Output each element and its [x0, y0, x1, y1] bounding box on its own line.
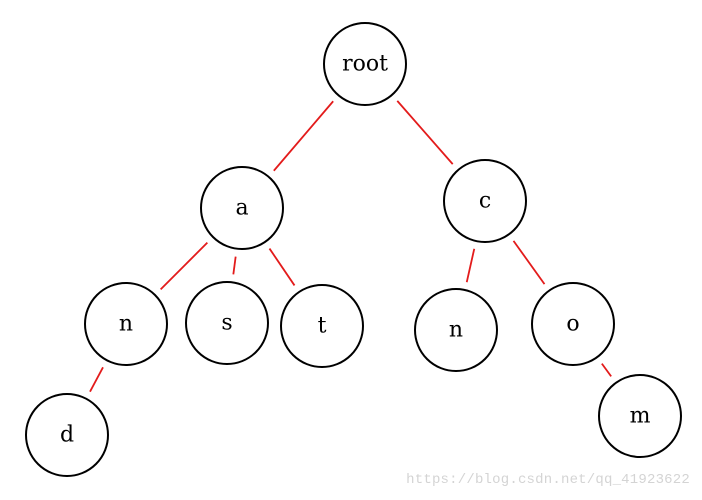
node-label-c-n: n — [449, 318, 463, 343]
node-c: c — [443, 159, 527, 243]
node-a-t: t — [280, 284, 364, 368]
edge-c-o-to-c-o-m — [601, 363, 612, 377]
node-label-a-n-d: d — [60, 423, 74, 448]
edge-c-to-c-n — [465, 248, 476, 283]
node-circle-a-t — [280, 284, 364, 368]
node-circle-root — [323, 22, 407, 106]
edges-layer — [89, 100, 612, 393]
node-a-n-d: d — [25, 393, 109, 477]
node-circle-c-o — [531, 282, 615, 366]
node-circle-a — [200, 166, 284, 250]
node-circle-c-o-m — [598, 374, 682, 458]
node-label-c-o: o — [566, 312, 579, 337]
node-label-a: a — [235, 196, 248, 221]
edge-a-n-to-a-n-d — [89, 366, 104, 393]
watermark-text: https://blog.csdn.net/qq_41923622 — [406, 472, 690, 488]
edge-a-to-a-s — [232, 256, 237, 275]
edge-root-to-a — [273, 100, 334, 172]
node-a: a — [200, 166, 284, 250]
node-label-c-o-m: m — [630, 404, 651, 429]
node-label-c: c — [479, 189, 491, 214]
edge-c-to-c-o — [512, 240, 546, 285]
node-label-a-s: s — [221, 311, 232, 336]
node-circle-c-n — [414, 288, 498, 372]
node-circle-c — [443, 159, 527, 243]
edge-root-to-c — [396, 100, 454, 165]
node-circle-a-n — [84, 282, 168, 366]
node-a-s: s — [185, 281, 269, 365]
edge-a-to-a-n — [160, 242, 208, 290]
nodes-layer: root a c n s t n o d m — [25, 22, 682, 477]
node-a-n: n — [84, 282, 168, 366]
node-circle-a-s — [185, 281, 269, 365]
node-label-root: root — [342, 52, 388, 77]
node-label-a-t: t — [318, 314, 327, 339]
node-root: root — [323, 22, 407, 106]
node-c-n: n — [414, 288, 498, 372]
node-c-o: o — [531, 282, 615, 366]
node-circle-a-n-d — [25, 393, 109, 477]
edge-a-to-a-t — [268, 248, 296, 286]
node-label-a-n: n — [119, 312, 133, 337]
node-c-o-m: m — [598, 374, 682, 458]
